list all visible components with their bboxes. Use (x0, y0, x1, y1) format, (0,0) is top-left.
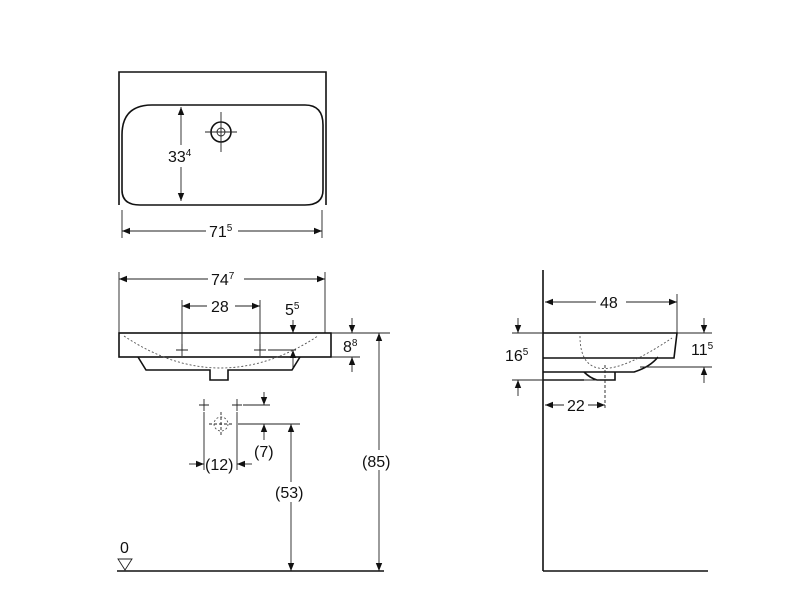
bowl-offset-label: 55 (285, 301, 300, 319)
front-view: 747 28 55 88 (7) (12) (53) (117, 268, 397, 572)
basin-outline (121, 104, 324, 206)
basin-underbody (137, 356, 301, 381)
waste-distance-label: 22 (567, 398, 585, 415)
rim-height-label: 88 (343, 338, 358, 356)
depth-label: 334 (168, 148, 192, 166)
overall-width-label: 747 (211, 271, 235, 289)
fixing-distance-label: 28 (211, 299, 229, 316)
total-height-label: 165 (505, 347, 529, 365)
tap-spacing-label: (12) (205, 457, 233, 474)
install-height-label: (85) (362, 454, 390, 471)
floor-level-label: 0 (120, 540, 129, 557)
side-basin-outline (543, 332, 678, 381)
side-view: 48 165 115 22 (505, 270, 714, 572)
bowl-height-label: 115 (691, 341, 714, 359)
waste-offset-label: (7) (254, 444, 274, 461)
fixing-marks (176, 344, 266, 436)
basin-rim (118, 332, 332, 358)
top-view: 334 715 (118, 71, 327, 241)
waste-height-label: (53) (275, 485, 303, 502)
top-view-outline (118, 71, 327, 205)
projection-label: 48 (600, 295, 618, 312)
floor-level-marker-icon (117, 558, 133, 571)
width-label: 715 (209, 223, 233, 241)
